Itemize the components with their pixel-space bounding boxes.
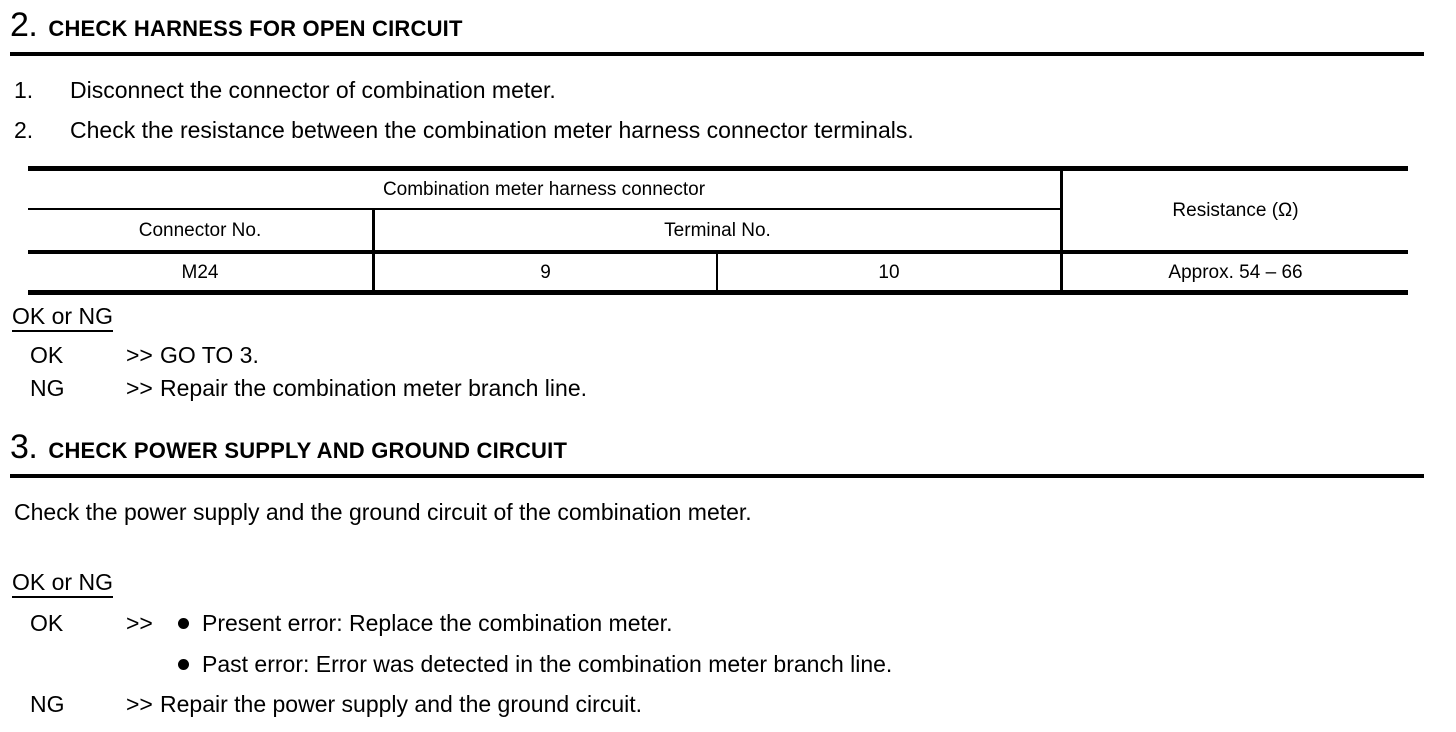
table-cell-connector-no: M24	[181, 261, 219, 283]
section-3-result-ng-arrow: >>	[126, 691, 153, 717]
section-2-result-ok-arrow: >>	[126, 342, 153, 368]
table-cell-resistance: Approx. 54 – 66	[1168, 261, 1303, 283]
section-2-result-ok-label: OK	[30, 342, 64, 368]
section-2-result-ng-arrow: >>	[126, 375, 153, 401]
section-2-result-ng-text: Repair the combination meter branch line…	[160, 375, 588, 401]
section-3-body-text: Check the power supply and the ground ci…	[14, 499, 752, 525]
table-divider-connector-terminal	[372, 208, 375, 295]
section-3-ok-bullet-1-text: Present error: Replace the combination m…	[202, 610, 673, 636]
section-3-number: 3.	[10, 428, 38, 466]
section-2-number: 2.	[10, 6, 38, 44]
section-2-heading-rule	[10, 52, 1424, 56]
step-item-1-number: 1.	[14, 77, 34, 103]
section-2-result-ok-text: GO TO 3.	[160, 342, 259, 368]
section-2-result-ng-label: NG	[30, 375, 65, 401]
table-line-subheader	[28, 208, 1062, 210]
table-divider-terminals	[716, 254, 718, 295]
section-3-heading: 3. CHECK POWER SUPPLY AND GROUND CIRCUIT	[10, 430, 567, 464]
table-border-top	[28, 166, 1408, 171]
section-3-result-ng-text: Repair the power supply and the ground c…	[160, 691, 643, 717]
step-item-1-text: Disconnect the connector of combination …	[70, 77, 556, 103]
section-3-result-ok-label: OK	[30, 610, 64, 636]
resistance-table: Combination meter harness connector Resi…	[28, 166, 1408, 295]
table-line-header-bottom	[28, 250, 1408, 254]
table-cell-terminal-b: 10	[878, 261, 900, 283]
section-3-judgement-title: OK or NG	[12, 571, 113, 598]
section-3-heading-rule	[10, 474, 1424, 478]
section-2-judgement-title: OK or NG	[12, 305, 113, 332]
section-3-ok-bullet-2: Past error: Error was detected in the co…	[178, 653, 892, 676]
section-3-title: CHECK POWER SUPPLY AND GROUND CIRCUIT	[48, 438, 568, 463]
section-3-ok-bullet-1: Present error: Replace the combination m…	[178, 612, 672, 635]
step-item-2-number: 2.	[14, 117, 34, 143]
section-2-title: CHECK HARNESS FOR OPEN CIRCUIT	[48, 16, 463, 41]
table-header-connector-no: Connector No.	[138, 219, 262, 241]
table-header-resistance: Resistance (Ω)	[1172, 200, 1299, 221]
bullet-dot-icon	[178, 659, 189, 670]
table-cell-terminal-a: 9	[540, 261, 551, 283]
step-item-2-text: Check the resistance between the combina…	[70, 117, 914, 143]
table-header-group: Combination meter harness connector	[382, 179, 706, 200]
section-2-heading: 2. CHECK HARNESS FOR OPEN CIRCUIT	[10, 8, 463, 42]
table-header-terminal-no: Terminal No.	[664, 219, 771, 241]
table-border-bottom	[28, 290, 1408, 295]
section-3-ok-bullet-2-text: Past error: Error was detected in the co…	[202, 651, 893, 677]
section-3-result-ng-label: NG	[30, 691, 65, 717]
section-3-result-ok-arrow: >>	[126, 610, 153, 636]
bullet-dot-icon	[178, 618, 189, 629]
table-divider-resistance	[1060, 166, 1063, 295]
